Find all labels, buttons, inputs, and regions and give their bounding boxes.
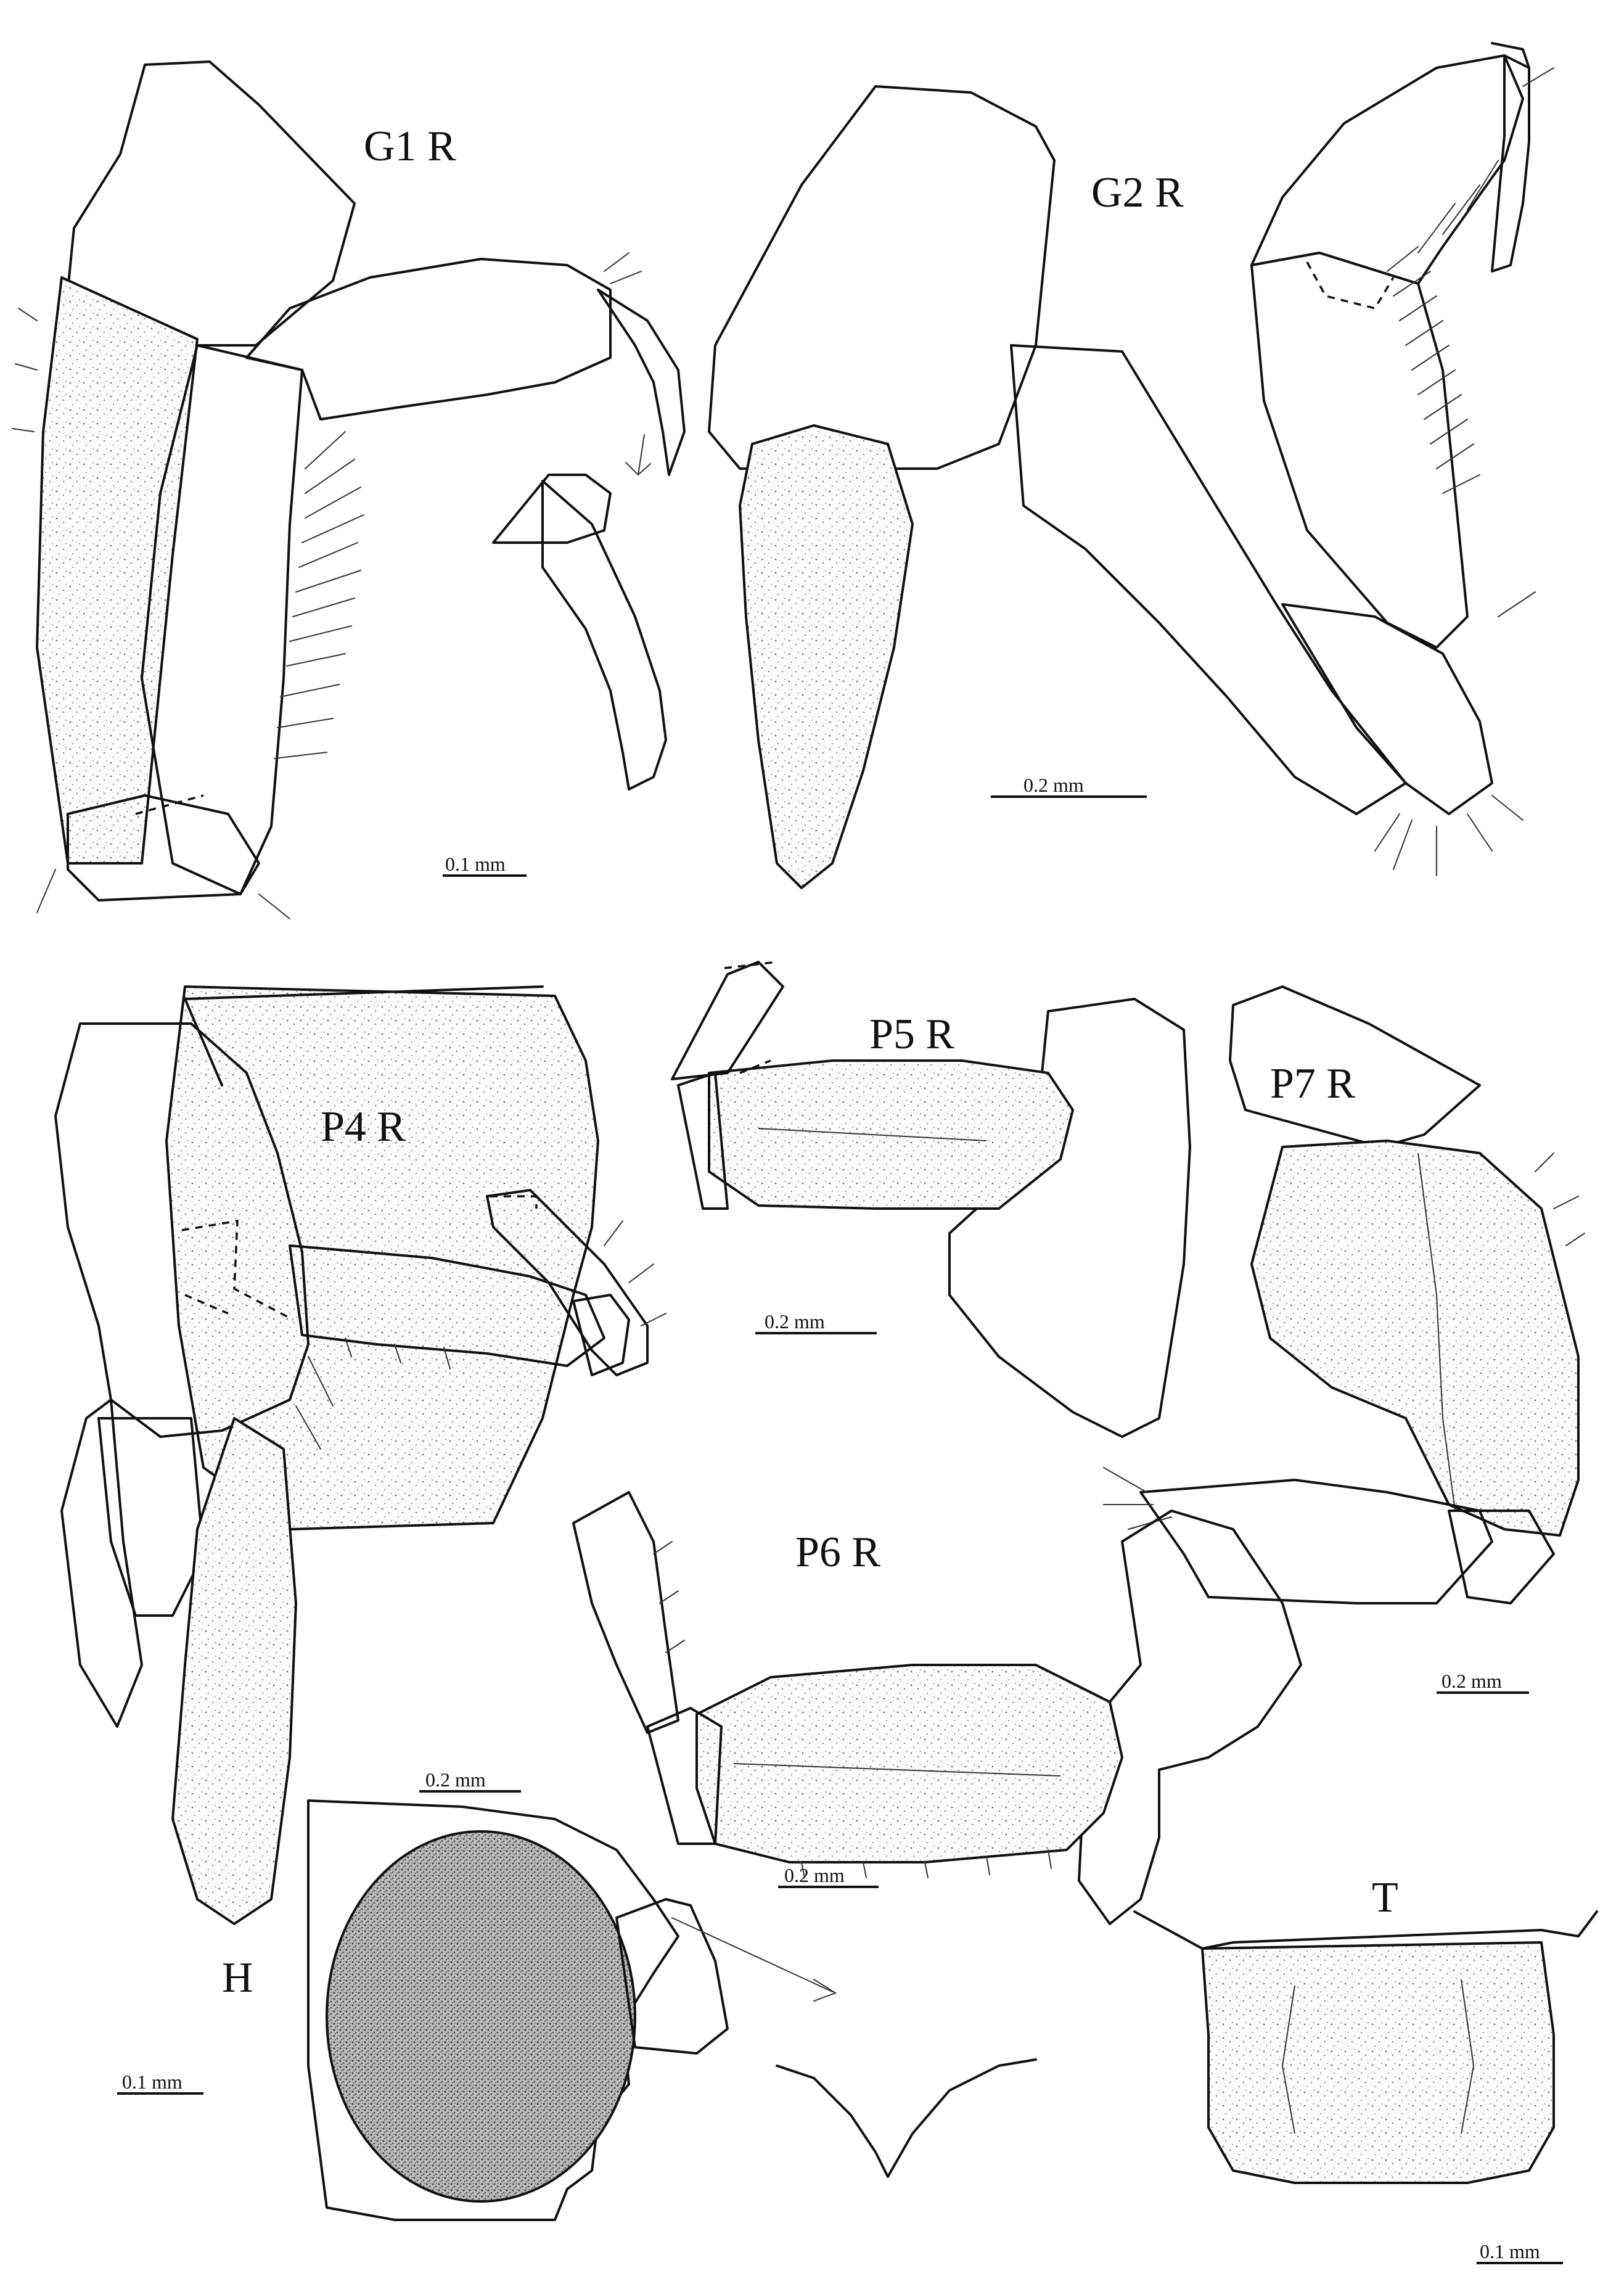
p7-coxa <box>1229 985 1481 1148</box>
p6-carpus-propodus <box>572 1491 679 1734</box>
p4-dactylus-dash <box>490 1195 538 1209</box>
scale-text: 0.1 mm <box>445 853 506 875</box>
p6-basis-line <box>733 1763 1061 1777</box>
p4-propodus <box>486 1189 649 1376</box>
g2-propodus <box>1250 54 1524 285</box>
g2-palm-dash <box>1306 261 1395 310</box>
g2-carpus <box>1250 252 1469 649</box>
g1-setae <box>12 252 642 919</box>
h-head <box>307 1799 679 2221</box>
g1-detail-dactylus <box>541 480 667 791</box>
g2-merus <box>1281 603 1493 815</box>
p4-ischium <box>97 1417 205 1617</box>
p4-basis <box>54 1022 310 1438</box>
figure-label: P7 R <box>1270 1060 1355 1107</box>
g2-coxa <box>708 85 1056 470</box>
p4-coxa-edge <box>184 985 544 1087</box>
p4-gill <box>171 1417 297 1925</box>
p4-setae <box>295 1220 666 1450</box>
figure-g1: G1 R 0.1 mm <box>12 60 686 919</box>
scale-text: 0.2 mm <box>425 1769 486 1791</box>
g2-dactylus-tip <box>1491 42 1530 69</box>
g1-arrow <box>625 434 651 476</box>
p5-basis <box>708 1059 1074 1210</box>
p6-basis <box>695 1664 1123 1863</box>
t-inner-line <box>1281 1979 1475 2134</box>
p7-merus <box>1139 1479 1493 1604</box>
figure-label: H <box>222 1954 253 2002</box>
p4-joint-dash <box>181 1219 293 1321</box>
figure-label: G1 R <box>364 123 456 170</box>
g1-dactylus <box>597 289 686 476</box>
g1-ischium-merus <box>67 794 260 902</box>
g1-basis <box>36 276 199 865</box>
p5-tip-dash <box>724 961 777 1074</box>
figure-label: P5 R <box>869 1011 954 1058</box>
h-eye <box>326 1830 636 2203</box>
figure-h: H 0.1 mm <box>117 1799 1037 2221</box>
scale-text: 0.2 mm <box>1023 774 1084 796</box>
p4-carpus <box>572 1294 630 1376</box>
p6-merus <box>646 1707 723 1845</box>
figure-p6: P6 R 0.2 mm <box>572 1491 1302 1925</box>
p7-ischium <box>1448 1510 1555 1604</box>
t-telson <box>1201 1941 1555 2184</box>
figure-label: P6 R <box>795 1529 880 1576</box>
figure-p5: P5 R 0.2 mm <box>671 961 1191 1438</box>
figure-p4: P4 R 0.2 mm <box>54 985 666 1925</box>
figure-p7: P7 R 0.2 mm <box>1103 985 1585 1694</box>
h-rostrum-detail <box>776 2058 1037 2178</box>
g2-basis <box>1010 344 1407 815</box>
p5-basis-line <box>758 1128 987 1141</box>
figure-label: P4 R <box>321 1103 406 1151</box>
p5-carpus <box>671 961 784 1080</box>
p7-basis-line <box>1417 1152 1456 1511</box>
p5-merus <box>677 1072 729 1210</box>
scale-text: 0.2 mm <box>784 1864 845 1886</box>
p7-basis <box>1250 1140 1580 1537</box>
g1-carpus <box>141 344 303 895</box>
scale-text: 0.2 mm <box>1442 1670 1502 1692</box>
figure-label: T <box>1372 1874 1398 1921</box>
t-margin <box>1133 1910 1598 1950</box>
g1-detail-palm <box>492 474 612 544</box>
g2-setae <box>1374 67 1554 876</box>
g2-dactylus <box>1491 54 1530 273</box>
scale-text: 0.1 mm <box>122 2071 182 2093</box>
scale-text: 0.1 mm <box>1480 2240 1540 2262</box>
figure-t: T 0.1 mm <box>1133 1874 1598 2264</box>
g1-propodus <box>245 258 612 421</box>
p4-coxa <box>165 985 599 1530</box>
g2-gill <box>739 424 914 889</box>
p6-setae <box>653 1541 1052 1878</box>
scale-text: 0.2 mm <box>765 1310 825 1333</box>
figure-label: G2 R <box>1091 169 1184 216</box>
h-pointer-arrow <box>671 1917 837 2002</box>
p4-lobe <box>60 1399 143 1728</box>
g1-joint-dash <box>135 794 204 815</box>
h-antenna-base <box>615 1898 729 2055</box>
figure-g2: G2 R 0.2 mm <box>708 42 1554 889</box>
